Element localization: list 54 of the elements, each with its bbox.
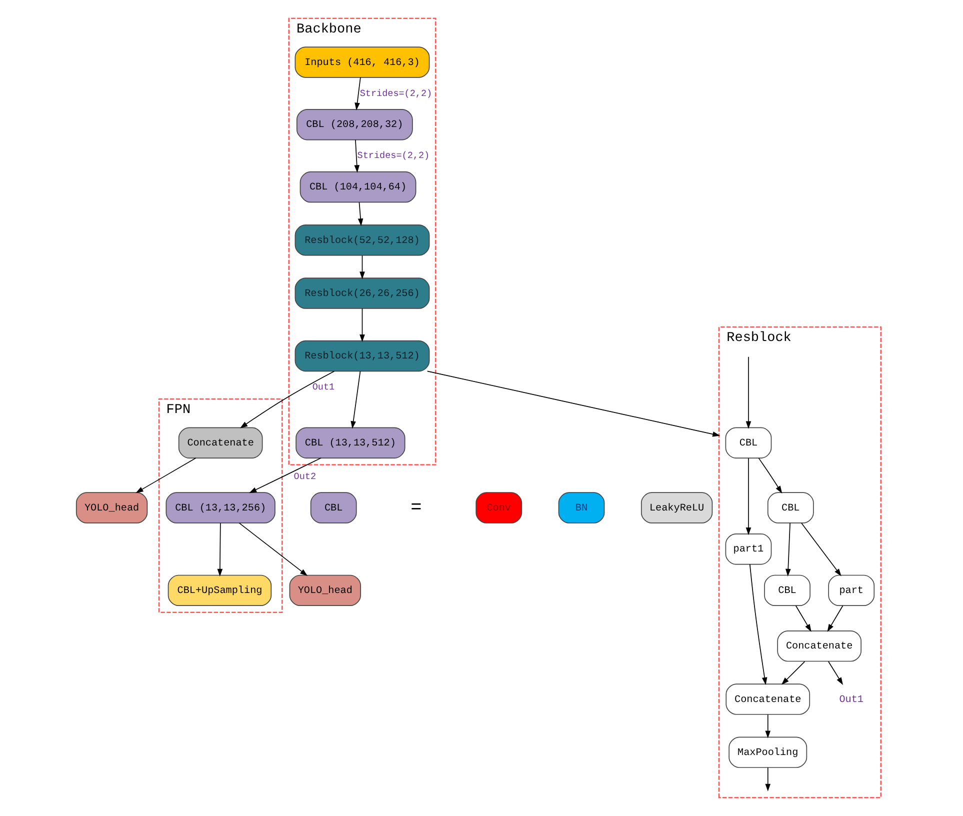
arrow bbox=[794, 605, 811, 632]
node-box: YOLO_head bbox=[75, 492, 148, 524]
node-box: part1 bbox=[724, 534, 772, 565]
arrow bbox=[357, 202, 363, 226]
arrow bbox=[828, 661, 843, 685]
arrow bbox=[826, 605, 843, 632]
node-box: BN bbox=[558, 492, 604, 524]
arrow bbox=[745, 458, 751, 536]
node-text: Out1 bbox=[838, 694, 864, 706]
node-box: Resblock(26,26,256) bbox=[294, 278, 430, 309]
arrow bbox=[784, 522, 790, 577]
node-box: CBL bbox=[766, 492, 814, 524]
arrow bbox=[764, 767, 770, 792]
arrow bbox=[745, 356, 751, 429]
edge-label: Strides=(2,2) bbox=[356, 150, 430, 162]
node-box: CBL (208,208,32) bbox=[296, 109, 412, 140]
node-box: CBL bbox=[724, 427, 772, 458]
edge-label: Out2 bbox=[293, 470, 316, 482]
node-box: CBL (13,13,512) bbox=[295, 427, 405, 458]
edge-label: Strides=(2,2) bbox=[359, 88, 432, 99]
node-box: Resblock(13,13,512) bbox=[294, 340, 430, 372]
arrow bbox=[354, 77, 360, 110]
arrow bbox=[239, 370, 334, 428]
edge-label: Out1 bbox=[312, 382, 334, 393]
node-box: Concatenate bbox=[178, 427, 262, 458]
label: = bbox=[410, 498, 422, 518]
node-box: LeakyReLU bbox=[640, 492, 712, 524]
node-box: YOLO_head bbox=[288, 574, 360, 606]
node-box: CBL bbox=[310, 492, 356, 524]
arrow bbox=[216, 522, 222, 577]
node-box: MaxPooling bbox=[728, 736, 807, 768]
arrow bbox=[359, 255, 364, 280]
arrow bbox=[354, 139, 360, 173]
node-box: CBL+UpSampling bbox=[167, 574, 272, 606]
arrow bbox=[758, 458, 782, 494]
node-box: Inputs (416, 416,3) bbox=[294, 46, 430, 78]
node-box: CBL (13,13,256) bbox=[165, 492, 275, 524]
node-box: Conv bbox=[475, 492, 522, 524]
arrow bbox=[248, 458, 321, 494]
arrow bbox=[780, 661, 805, 685]
arrow bbox=[135, 458, 196, 494]
node-box: part bbox=[828, 574, 874, 606]
arrow bbox=[359, 308, 364, 342]
node-box: Concatenate bbox=[776, 630, 861, 662]
node-box: Resblock(52,52,128) bbox=[294, 224, 430, 256]
node-box: CBL (104,104,64) bbox=[299, 171, 416, 203]
arrow bbox=[426, 370, 720, 437]
arrow bbox=[764, 714, 770, 738]
node-box: Concatenate bbox=[725, 684, 810, 715]
arrow bbox=[748, 564, 767, 686]
arrow bbox=[350, 370, 360, 429]
arrow bbox=[800, 522, 841, 576]
node-box: CBL bbox=[764, 574, 810, 606]
arrow bbox=[238, 522, 308, 576]
